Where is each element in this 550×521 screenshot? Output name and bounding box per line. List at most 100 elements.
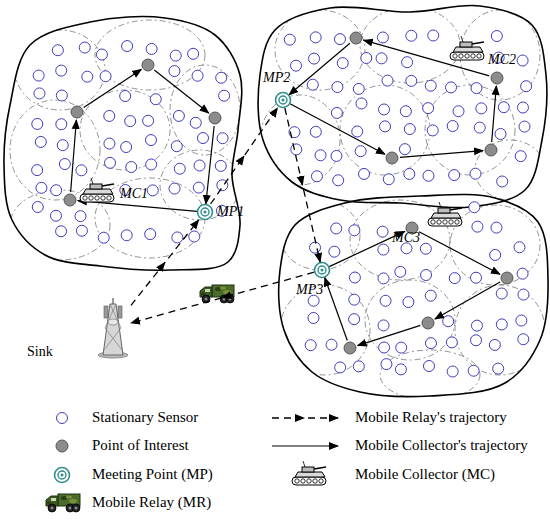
tank-wheel [89, 196, 93, 200]
stationary-sensor [349, 294, 360, 305]
point-of-interest [422, 317, 434, 329]
tank-wheel [449, 220, 453, 224]
tank-tread [80, 194, 114, 202]
stationary-sensor [331, 223, 342, 234]
stationary-sensor [516, 315, 527, 326]
node-label: Sink [27, 344, 53, 360]
stationary-sensor [76, 225, 87, 236]
stationary-sensor [490, 249, 501, 260]
tank-gun [450, 208, 462, 210]
relay-trajectory [285, 108, 320, 262]
network-region [4, 17, 242, 271]
tower-body [103, 304, 123, 355]
stationary-sensor [423, 170, 434, 181]
mp-dot [321, 269, 324, 272]
stationary-sensor [404, 124, 415, 135]
stationary-sensor [425, 80, 436, 91]
stationary-sensor [125, 116, 136, 127]
stationary-sensor [471, 335, 482, 346]
cluster-outline [455, 285, 545, 375]
tank-wheel [313, 479, 317, 483]
stationary-sensor [147, 185, 158, 196]
tank-wheel [101, 196, 105, 200]
stationary-sensor [428, 30, 439, 41]
stationary-sensor [51, 185, 62, 196]
sensor-field [32, 30, 532, 377]
stationary-sensor [121, 142, 132, 153]
stationary-sensor [189, 231, 200, 242]
stationary-sensor [96, 49, 107, 60]
relay-trajectory [131, 220, 199, 305]
tank-turret [302, 467, 314, 472]
tower-brace [104, 328, 121, 350]
stationary-sensor [105, 157, 116, 168]
cluster-outline [95, 178, 205, 258]
stationary-sensor [173, 110, 184, 121]
node-label: MP3 [296, 282, 323, 298]
stationary-sensor [190, 117, 201, 128]
stationary-sensor [379, 104, 390, 115]
stationary-sensor [423, 103, 434, 114]
stationary-sensor [377, 32, 388, 43]
stationary-sensor [32, 202, 43, 213]
stationary-sensor [104, 110, 115, 121]
truck-wheel [72, 504, 80, 512]
stationary-sensor [75, 211, 86, 222]
tank-wheel [301, 479, 305, 483]
stationary-sensor [443, 316, 454, 327]
node-shape [197, 204, 213, 220]
stationary-sensor [352, 126, 363, 137]
stationary-sensor [331, 107, 342, 118]
stationary-sensor [59, 159, 70, 170]
tank-gun [102, 184, 114, 186]
tank-turret [90, 184, 102, 189]
tank-wheel [453, 54, 457, 58]
truck-wheel [220, 295, 228, 303]
stationary-sensor [517, 268, 528, 279]
stationary-sensor [491, 222, 502, 233]
mobile-collector: MC1 [80, 182, 114, 202]
stationary-sensor [145, 135, 156, 146]
stationary-sensor [217, 180, 228, 191]
tank-antenna [461, 36, 463, 42]
cluster-outline [10, 100, 100, 200]
stationary-sensor [406, 75, 417, 86]
cluster-outline [170, 65, 240, 155]
mp-ring [279, 96, 287, 104]
stationary-sensor [449, 273, 460, 284]
stationary-sensor [420, 243, 431, 254]
stationary-sensor [56, 226, 67, 237]
stationary-sensor [359, 168, 370, 179]
collector-trajectory [84, 69, 142, 107]
tank-antenna [91, 178, 93, 184]
collector-trajectory [290, 104, 385, 154]
stationary-sensor [517, 102, 528, 113]
stationary-sensor [382, 75, 393, 86]
truck-cargo [212, 285, 234, 297]
mp-ring [315, 263, 330, 278]
node-label: MC3 [392, 230, 420, 246]
stationary-sensor [34, 88, 45, 99]
stationary-sensor [376, 53, 387, 64]
stationary-sensor [496, 319, 507, 330]
point-of-interest [386, 152, 398, 164]
stationary-sensor [169, 66, 180, 77]
tank-wheel [307, 479, 311, 483]
cluster-outline [340, 85, 430, 175]
stationary-sensor [395, 266, 406, 277]
stationary-sensor [35, 136, 46, 147]
stationary-sensor [406, 30, 417, 41]
legend-symbols [46, 413, 338, 513]
meeting-point-symbol [315, 263, 330, 278]
network-regions [4, 5, 548, 396]
tank-antenna [303, 461, 305, 467]
tank-hull [453, 47, 483, 52]
point-of-interest [71, 106, 83, 118]
collector-trajectory [289, 43, 350, 95]
stationary-sensor [52, 45, 63, 56]
mp-ring [276, 93, 291, 108]
node-shape [428, 206, 462, 226]
collector-trajectory [364, 40, 490, 76]
tank-wheel [431, 220, 435, 224]
mp-dot [61, 474, 64, 477]
